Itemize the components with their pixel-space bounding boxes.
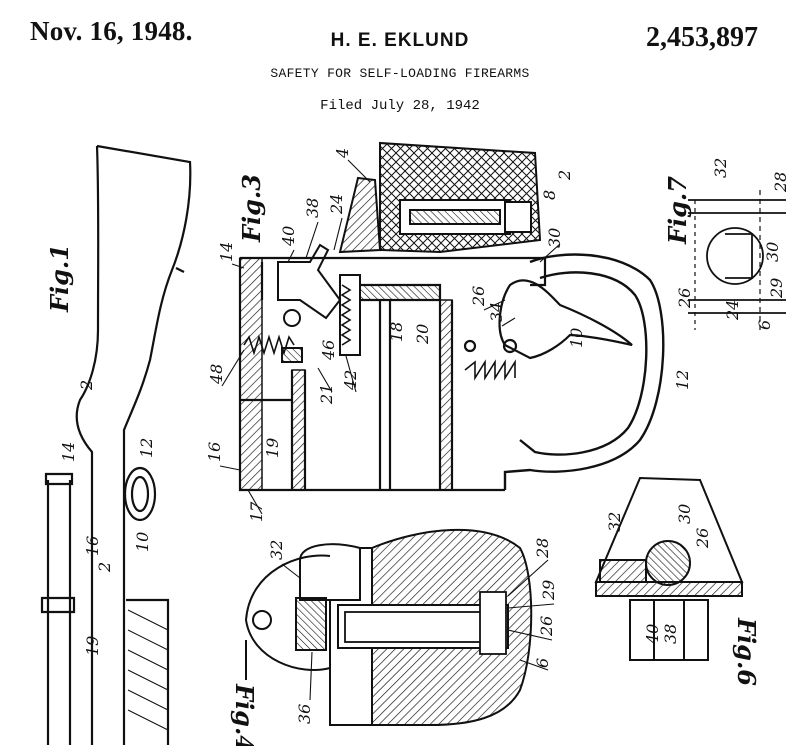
ref-46: 46	[319, 340, 338, 361]
ref-8: 8	[540, 190, 559, 200]
ref-36: 36	[295, 704, 314, 724]
ref-2-fig1-lower: 2	[95, 562, 114, 573]
ref-32-fig4: 32	[267, 540, 286, 560]
ref-2-fig1: 2	[77, 380, 96, 391]
ref-19-fig3: 19	[263, 438, 282, 458]
ref-12-fig3: 12	[673, 370, 692, 390]
ref-38-fig6: 38	[661, 624, 680, 644]
ref-30-fig7: 30	[763, 242, 782, 262]
filing-date: Filed July 28, 1942	[320, 98, 480, 114]
ref-28-fig7: 28	[771, 172, 790, 193]
ref-6-fig4: 6	[533, 658, 552, 668]
fig4-label: Fig.4	[230, 683, 259, 746]
fig1-stock-hatching	[127, 609, 169, 731]
inventor-name: H. E. EKLUND	[330, 30, 470, 51]
ref-26-fig3: 26	[469, 286, 488, 307]
fig4-pin	[344, 591, 507, 655]
ref-26-fig6: 26	[693, 528, 712, 549]
ref-24-fig7: 24	[723, 300, 742, 321]
ref-19-fig1: 19	[83, 636, 102, 656]
fig3-stock-block	[338, 141, 542, 254]
fig3-label: Fig.3	[237, 174, 266, 243]
ref-40-fig6: 40	[643, 624, 662, 645]
fig6-detail	[594, 476, 744, 661]
ref-42: 42	[341, 370, 360, 391]
ref-24-fig3: 24	[327, 194, 346, 215]
ref-30-fig6: 30	[675, 504, 694, 524]
ref-29-fig4: 29	[539, 580, 558, 601]
ref-10-fig3: 10	[567, 328, 586, 348]
ref-29-fig7: 29	[767, 278, 786, 299]
patent-number: 2,453,897	[646, 22, 758, 53]
fig3-trigger	[463, 279, 633, 360]
ref-32-fig7: 32	[711, 158, 730, 178]
fig7-label: Fig.7	[663, 176, 692, 245]
ref-2-fig3: 2	[555, 170, 574, 181]
ref-30-fig3: 30	[545, 228, 564, 248]
ref-38-fig3: 38	[303, 198, 322, 218]
ref-16-fig1: 16	[83, 536, 102, 556]
ref-12-fig1: 12	[137, 438, 156, 458]
leader-lines	[219, 159, 561, 701]
ref-6-fig7: 6	[755, 320, 774, 330]
ref-21: 21	[317, 384, 336, 405]
fig3-hatched-walls	[239, 257, 453, 491]
fig1-label: Fig.1	[45, 244, 74, 313]
ref-18: 18	[387, 322, 406, 342]
ref-4: 4	[333, 148, 352, 159]
fig3-screw	[399, 199, 532, 235]
fig1-rifle-outline	[40, 144, 192, 745]
patent-title: SAFETY FOR SELF-LOADING FIREARMS	[270, 66, 530, 81]
ref-26-fig7: 26	[675, 288, 694, 309]
ref-14-fig3: 14	[217, 242, 236, 262]
fig6-label: Fig.6	[732, 617, 761, 686]
ref-10-fig1: 10	[133, 532, 152, 552]
ref-26-fig4: 26	[537, 616, 556, 637]
fig3-safety-lever	[277, 243, 361, 363]
ref-20: 20	[413, 324, 432, 345]
ref-48: 48	[207, 364, 226, 385]
ref-16-fig3: 16	[205, 442, 224, 462]
fig7-detail	[688, 190, 786, 330]
ref-40-fig3: 40	[279, 226, 298, 247]
ref-28-fig4: 28	[533, 538, 552, 559]
ref-32-fig6: 32	[605, 512, 624, 532]
ref-17: 17	[247, 501, 266, 522]
ref-14-fig1: 14	[59, 442, 78, 462]
fig4-bracket	[244, 554, 331, 680]
fig3-trigger-guard	[503, 253, 665, 490]
ref-34: 34	[487, 302, 506, 322]
patent-date: Nov. 16, 1948.	[30, 16, 193, 46]
